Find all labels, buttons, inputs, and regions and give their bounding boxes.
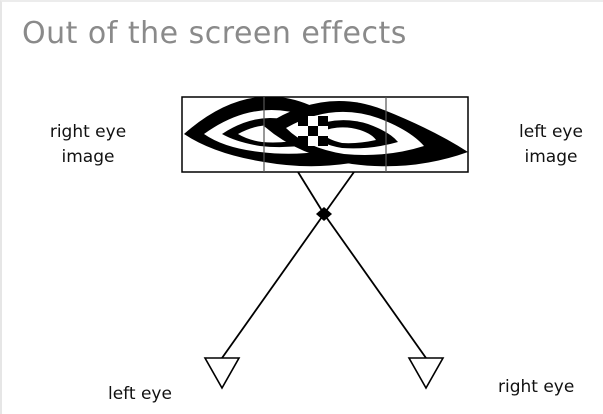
sight-line-right-eye <box>324 214 426 358</box>
overlap-pattern <box>298 116 328 146</box>
sight-line-left-eye <box>222 214 324 358</box>
right-eye-marker <box>409 358 443 388</box>
right-eye-label: right eye <box>498 375 574 400</box>
left-eye-label: left eye <box>108 382 172 407</box>
projection-line-right <box>324 172 354 214</box>
projection-line-left <box>298 172 324 214</box>
stereo-logo-images <box>184 97 468 167</box>
left-eye-marker <box>205 358 239 388</box>
